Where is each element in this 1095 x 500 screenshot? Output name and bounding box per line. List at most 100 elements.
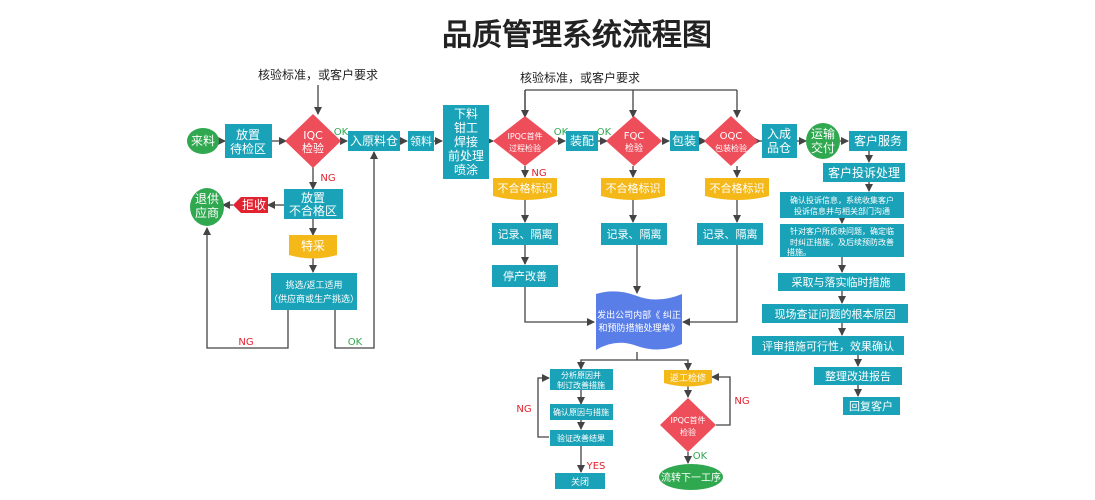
nonconforming-area-box: 放置 不合格区 [284,189,343,219]
next-process-node: 流转下一工序 [659,464,723,490]
svg-text:包装检验: 包装检验 [715,143,747,153]
svg-text:不合格标识: 不合格标识 [498,181,553,195]
ipqc2-ng-label: NG [734,396,749,407]
svg-text:评审措施可行性，效果确认: 评审措施可行性，效果确认 [762,339,894,353]
internal-doc-shape: 发出公司内部《 纠正 和预防措施处理单》 [596,291,682,350]
ipqc-ng-label: NG [531,168,546,179]
svg-text:焊接: 焊接 [454,134,478,149]
svg-text:OQC: OQC [720,131,743,142]
rework-box: 返工检修 [664,370,712,387]
svg-text:来料: 来料 [191,134,215,148]
svg-text:待检区: 待检区 [230,141,266,156]
svg-text:挑选/返工适用: 挑选/返工适用 [285,279,342,291]
assembly-ok-label: OK [597,127,612,138]
svg-text:不合格标识: 不合格标识 [606,181,661,195]
svg-text:和预防措施处理单》: 和预防措施处理单》 [598,322,679,334]
svg-text:拒收: 拒收 [242,198,266,212]
nc-mark-box-1: 不合格标识 [493,178,557,200]
svg-text:时纠正措施，及后续预防改善: 时纠正措施，及后续预防改善 [790,237,894,247]
svg-text:不合格区: 不合格区 [289,203,337,218]
svg-text:分析原因并: 分析原因并 [561,370,601,380]
record-isolate-box-1: 记录、隔离 [492,223,558,245]
iqc-ok-label: OK [334,127,349,138]
iqc-ng-label: NG [320,173,335,184]
svg-text:下料: 下料 [454,107,478,121]
svg-text:入成: 入成 [767,127,791,141]
stop-improve-box: 停产改善 [492,265,558,287]
temp-measure-box: 采取与落实临时措施 [778,273,905,291]
svg-text:关闭: 关闭 [571,476,589,488]
nc-mark-box-2: 不合格标识 [601,178,665,200]
svg-text:过程检验: 过程检验 [509,143,541,153]
svg-text:喷涂: 喷涂 [454,162,478,177]
svg-text:流转下一工序: 流转下一工序 [661,471,721,484]
transport-node: 运输 交付 [806,123,840,159]
left-standard-note: 核验标准，或客户要求 [258,67,378,82]
svg-text:记录、隔离: 记录、隔离 [703,227,758,241]
svg-text:检验: 检验 [302,141,324,155]
page-title: 品质管理系统流程图 [442,18,712,53]
pick-material-box: 领料 [408,131,434,151]
reply-customer-box: 回复客户 [843,397,900,415]
reject-tag: 拒收 [233,197,268,213]
svg-text:记录、隔离: 记录、隔离 [607,227,662,241]
svg-text:特采: 特采 [301,238,325,253]
svg-text:放置: 放置 [236,127,260,142]
svg-text:采取与落实临时措施: 采取与落实临时措施 [792,275,891,289]
svg-text:装配: 装配 [570,134,594,148]
svg-text:现场查证问题的根本原因: 现场查证问题的根本原因 [775,307,896,321]
record-isolate-box-3: 记录、隔离 [697,223,763,245]
svg-text:客户投诉处理: 客户投诉处理 [828,165,900,180]
measure-box: 针对客户所反映问题，确定临 时纠正措施，及后续预防改善 措施。 [780,224,904,257]
left-ok-loop-label: OK [348,337,363,348]
sort-rework-box: 挑选/返工适用 （供应商或生产挑选） [269,273,359,310]
analyze-box: 分析原因并 制订改善措施 [550,369,613,390]
ipqc-ok-label: OK [554,127,569,138]
svg-text:FQC: FQC [624,131,645,142]
info-box: 确认投诉信息，系统收集客户 投诉信息并与相关部门沟通 [780,192,904,218]
svg-text:包装: 包装 [672,134,696,148]
svg-text:措施。: 措施。 [787,247,811,257]
svg-text:验证改善结果: 验证改善结果 [557,433,605,443]
svg-text:运输: 运输 [811,126,835,141]
svg-text:交付: 交付 [811,140,835,155]
svg-text:前处理: 前处理 [448,148,484,163]
verify-ng-label: NG [516,404,531,415]
svg-text:记录、隔离: 记录、隔离 [498,227,553,241]
processes-box: 下料 钳工 焊接 前处理 喷涂 [443,105,489,179]
svg-text:检验: 检验 [680,427,696,437]
svg-text:整理改进报告: 整理改进报告 [825,369,891,383]
svg-text:放置: 放置 [301,190,325,205]
svg-text:领料: 领料 [410,134,432,148]
record-isolate-box-2: 记录、隔离 [601,223,667,245]
svg-text:停产改善: 停产改善 [503,269,547,283]
assembly-box: 装配 [566,131,598,151]
ipqc-second-diamond: IPQC首件 检验 [660,398,716,452]
ipqc2-ok-label: OK [693,451,708,462]
svg-text:针对客户所反映问题，确定临: 针对客户所反映问题，确定临 [790,226,894,236]
special-accept-box: 特采 [289,235,337,259]
close-box: 关闭 [555,473,605,489]
iqc-diamond: IQC 检验 [285,114,341,168]
evaluate-box: 评审措施可行性，效果确认 [752,336,904,355]
svg-text:发出公司内部《 纠正: 发出公司内部《 纠正 [597,309,681,321]
finished-warehouse-box: 入成 品仓 [762,124,797,158]
svg-text:返工检修: 返工检修 [670,372,706,384]
investigate-box: 现场查证问题的根本原因 [762,304,908,323]
verify-yes-label: YES [586,461,606,472]
verify-box: 验证改善结果 [550,430,613,446]
svg-text:品仓: 品仓 [767,141,791,155]
packing-box: 包装 [670,131,699,151]
svg-text:IPQC首件: IPQC首件 [670,415,705,425]
svg-text:（供应商或生产挑选）: （供应商或生产挑选） [269,293,359,305]
warehouse-in-box: 入原料仓 [348,131,400,151]
svg-text:客户服务: 客户服务 [854,133,902,148]
svg-text:确认原因与措施: 确认原因与措施 [553,407,609,417]
middle-standard-note: 核验标准，或客户要求 [520,70,640,85]
hold-area-box: 放置 待检区 [225,124,272,158]
return-supplier-node: 退供 应商 [190,188,224,226]
svg-text:IQC: IQC [303,129,323,142]
svg-text:IPQC首件: IPQC首件 [507,131,542,141]
